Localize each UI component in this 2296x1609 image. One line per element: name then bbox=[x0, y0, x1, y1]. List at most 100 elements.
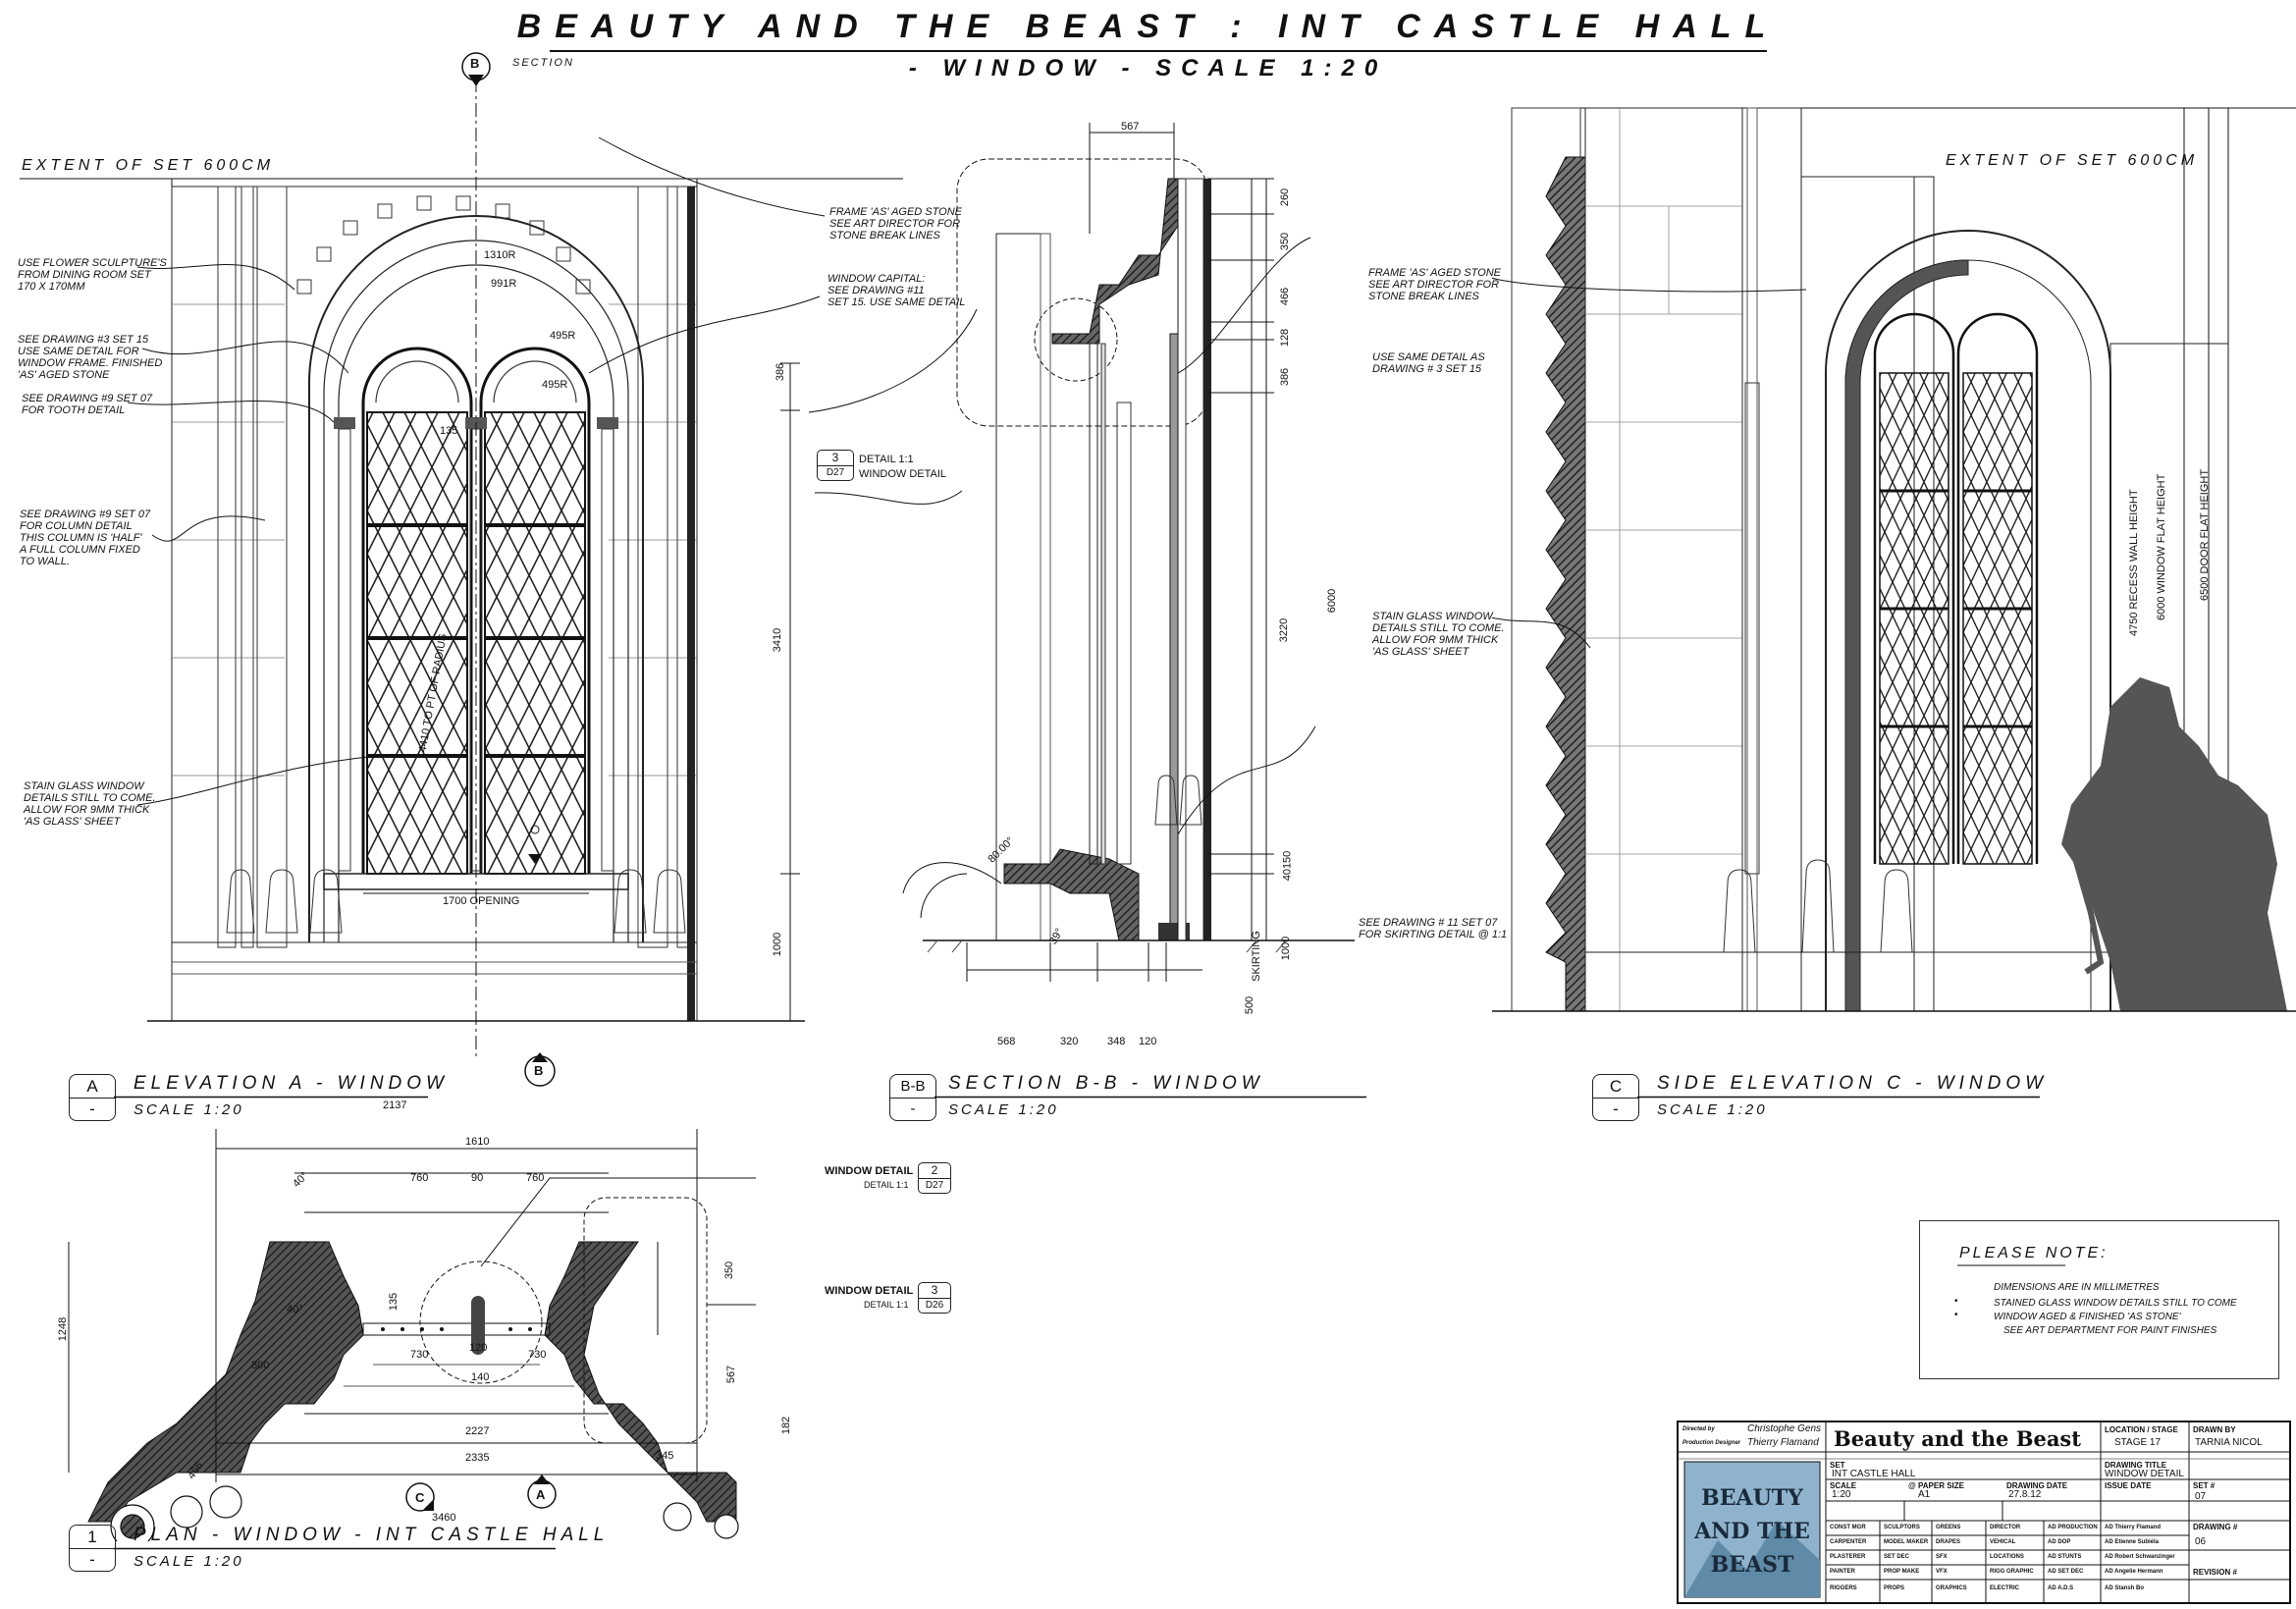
plan-dim-567: 567 bbox=[725, 1365, 738, 1384]
section-bb-id: B-B bbox=[890, 1075, 935, 1099]
plan-dim-345: 345 bbox=[656, 1450, 674, 1462]
title-underline bbox=[550, 50, 1767, 52]
tb-approval: AD Angelie Hermann bbox=[2105, 1569, 2163, 1575]
please-note-title: PLEASE NOTE: bbox=[1959, 1245, 2109, 1261]
plan-detail2-label: WINDOW DETAIL bbox=[825, 1165, 914, 1177]
plan-rule bbox=[114, 1547, 556, 1550]
dim-1000-b: 1000 bbox=[1280, 936, 1293, 961]
tb-scale: 1:20 bbox=[1832, 1489, 1851, 1500]
plan-detail3-label: WINDOW DETAIL bbox=[825, 1285, 914, 1297]
tb-location-label: LOCATION / STAGE bbox=[2105, 1425, 2178, 1434]
tb-approval: SCULPTORS bbox=[1884, 1525, 1920, 1530]
tb-drawing-no: 06 bbox=[2195, 1536, 2207, 1547]
section-bb-heading: SECTION B-B - WINDOW bbox=[948, 1073, 1264, 1094]
section-marker-letter: B bbox=[470, 56, 480, 71]
plan-badge: 1 - bbox=[69, 1525, 116, 1572]
tb-directed-by: Christophe Gens bbox=[1747, 1423, 1822, 1434]
plan-detail2-num: 2 bbox=[919, 1163, 950, 1179]
section-marker-bottom bbox=[524, 1052, 556, 1087]
title-block-grid bbox=[1679, 1422, 2289, 1602]
dim-386-b: 386 bbox=[1279, 367, 1292, 387]
tb-drawn-by: TARNIA NICOL bbox=[2195, 1437, 2263, 1448]
dim-3220: 3220 bbox=[1278, 617, 1291, 643]
plan-id: 1 bbox=[70, 1526, 115, 1549]
side-elevation-c-id: C bbox=[1593, 1075, 1638, 1099]
plan-detail3-sub: DETAIL 1:1 bbox=[864, 1300, 909, 1310]
please-note-item-2: STAINED GLASS WINDOW DETAILS STILL TO CO… bbox=[1994, 1298, 2237, 1309]
tb-scale-label: SCALE bbox=[1830, 1481, 1857, 1490]
elevation-a-rule bbox=[114, 1096, 428, 1099]
dim-40150: 40150 bbox=[1281, 850, 1294, 882]
please-note-item-4: SEE ART DEPARTMENT FOR PAINT FINISHES bbox=[2003, 1325, 2217, 1336]
dim-r4: 495R bbox=[542, 379, 568, 391]
dim-260: 260 bbox=[1279, 188, 1292, 207]
tb-logo: BEAUTY AND THE BEAST bbox=[1694, 1485, 1810, 1578]
plan-detail2-badge: 2 D27 bbox=[918, 1162, 951, 1194]
elevation-a-heading: ELEVATION A - WINDOW bbox=[133, 1073, 449, 1094]
note-frame-aged-stone-a: FRAME 'AS' AGED STONE SEE ART DIRECTOR F… bbox=[829, 206, 963, 241]
plan-detail2-sub: DETAIL 1:1 bbox=[864, 1180, 909, 1190]
plan-marker-c bbox=[405, 1482, 435, 1512]
tb-issue-label: ISSUE DATE bbox=[2105, 1481, 2152, 1490]
tb-approval: AD STUNTS bbox=[2048, 1554, 2082, 1560]
plan-dim-350: 350 bbox=[723, 1260, 736, 1280]
height-recess: 4750 RECESS WALL HEIGHT bbox=[2128, 489, 2140, 636]
note-column-detail: SEE DRAWING #9 SET 07 FOR COLUMN DETAIL … bbox=[20, 509, 151, 567]
height-door-flat: 6500 DOOR FLAT HEIGHT bbox=[2199, 468, 2211, 601]
dim-128: 128 bbox=[1279, 328, 1292, 348]
tb-approval: VEHICAL bbox=[1990, 1539, 2016, 1545]
note-window-capital: WINDOW CAPITAL: SEE DRAWING #11 SET 15. … bbox=[828, 273, 966, 308]
tb-drawing-title: WINDOW DETAIL bbox=[2105, 1469, 2184, 1479]
tb-approval: AD DOP bbox=[2048, 1539, 2071, 1545]
tb-approval: AD Stansh Bo bbox=[2105, 1585, 2145, 1591]
tb-approval: RIGG GRAPHIC bbox=[1990, 1569, 2034, 1575]
dim-1000-a: 1000 bbox=[772, 932, 784, 957]
tb-approval: DIRECTOR bbox=[1990, 1525, 2021, 1530]
tb-approval: GRAPHICS bbox=[1936, 1585, 1967, 1591]
note-stain-glass-a: STAIN GLASS WINDOW DETAILS STILL TO COME… bbox=[24, 780, 156, 828]
plan-dim-730b: 730 bbox=[528, 1349, 547, 1361]
plan-marker-c-letter: C bbox=[415, 1490, 425, 1505]
dim-386: 386 bbox=[774, 362, 787, 382]
side-elevation-c-rule bbox=[1637, 1096, 2040, 1099]
note-tooth-detail: SEE DRAWING #9 SET 07 FOR TOOTH DETAIL bbox=[22, 393, 153, 416]
tb-approval: AD SET DEC bbox=[2048, 1569, 2084, 1575]
dim-350: 350 bbox=[1279, 232, 1292, 251]
tb-drawn-label: DRAWN BY bbox=[2193, 1425, 2236, 1434]
tb-approval: PROPS bbox=[1884, 1585, 1905, 1591]
plan-scale: SCALE 1:20 bbox=[133, 1553, 244, 1570]
side-elevation-c-badge: C - bbox=[1592, 1074, 1639, 1121]
height-window-flat: 6000 WINDOW FLAT HEIGHT bbox=[2156, 473, 2167, 620]
plan-dim-135: 135 bbox=[388, 1292, 400, 1312]
tb-approval: GREENS bbox=[1936, 1525, 1961, 1530]
plan-dim-2335: 2335 bbox=[465, 1452, 490, 1464]
note-flower-sculpture: USE FLOWER SCULPTURE'S FROM DINING ROOM … bbox=[18, 257, 167, 293]
note-window-frame: SEE DRAWING #3 SET 15 USE SAME DETAIL FO… bbox=[18, 334, 163, 381]
plan-detail3-badge: 3 D26 bbox=[918, 1282, 951, 1314]
tb-approval: SET DEC bbox=[1884, 1554, 1910, 1560]
tb-date: 27.8.12 bbox=[2008, 1489, 2042, 1500]
dim-opening: 1700 OPENING bbox=[443, 895, 520, 907]
note-frame-aged-stone-c: FRAME 'AS' AGED STONE SEE ART DIRECTOR F… bbox=[1368, 267, 1502, 302]
please-note-item-3: WINDOW AGED & FINISHED 'AS STONE' bbox=[1994, 1312, 2181, 1322]
tb-approval: CONST MGR bbox=[1830, 1525, 1866, 1530]
plan-detail2-ref: D27 bbox=[925, 1180, 944, 1191]
tb-approval: PLASTERER bbox=[1830, 1554, 1866, 1560]
plan-dim-2227: 2227 bbox=[465, 1425, 490, 1437]
extent-left-label: EXTENT OF SET 600CM bbox=[22, 157, 275, 174]
plan-dim-1248: 1248 bbox=[57, 1316, 70, 1342]
dim-6000: 6000 bbox=[1326, 588, 1339, 614]
tb-set: INT CASTLE HALL bbox=[1832, 1469, 1916, 1479]
detail-3-line2: WINDOW DETAIL bbox=[859, 468, 947, 480]
tb-approval: AD Robert Schwanzinger bbox=[2105, 1554, 2175, 1560]
plan-dim-140: 140 bbox=[471, 1371, 490, 1383]
dim-567-top: 567 bbox=[1121, 121, 1140, 133]
tb-date-label: DRAWING DATE bbox=[2006, 1481, 2068, 1490]
tb-set-no-label: SET # bbox=[2193, 1481, 2216, 1490]
plan-detail3-num: 3 bbox=[919, 1283, 950, 1299]
section-bb-sub: - bbox=[910, 1100, 916, 1117]
note-stain-glass-c: STAIN GLASS WINDOW DETAILS STILL TO COME… bbox=[1372, 611, 1505, 658]
dim-r2: 991R bbox=[491, 278, 517, 290]
dim-r3: 495R bbox=[550, 330, 576, 342]
